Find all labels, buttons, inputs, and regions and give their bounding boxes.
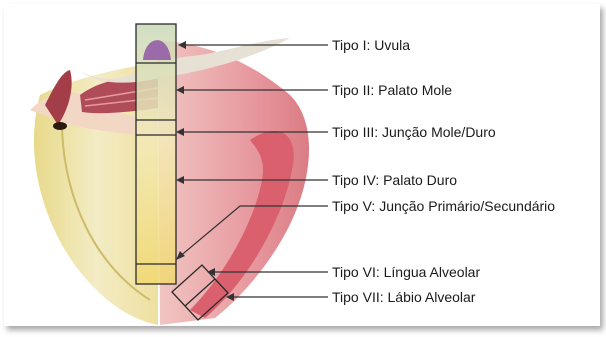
label-tipo-3: Tipo III: Junção Mole/Duro [332,124,496,140]
label-tipo-7: Tipo VII: Lábio Alveolar [332,289,475,305]
label-tipo-2: Tipo II: Palato Mole [332,82,452,98]
label-tipo-1: Tipo I: Uvula [332,37,410,53]
label-tipo-6: Tipo VI: Língua Alveolar [332,264,480,280]
label-tipo-5: Tipo V: Junção Primário/Secundário [332,198,555,214]
label-tipo-4: Tipo IV: Palato Duro [332,172,457,188]
